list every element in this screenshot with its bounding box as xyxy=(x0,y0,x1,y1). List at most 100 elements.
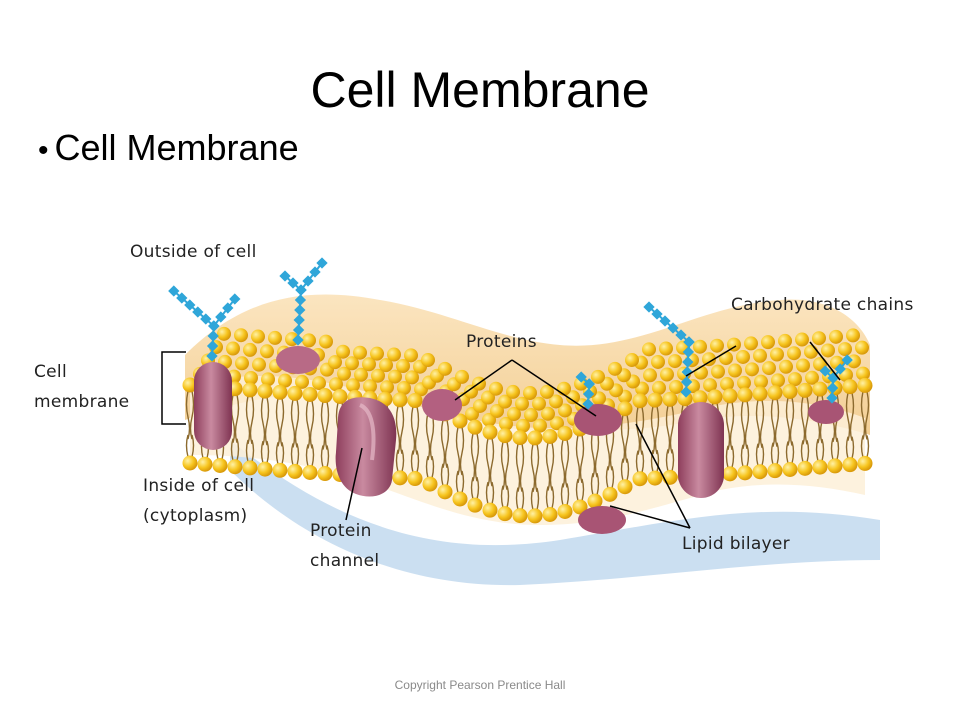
lipid-tail xyxy=(485,437,491,487)
sugar-unit xyxy=(200,313,212,325)
sugar-unit xyxy=(302,275,314,287)
lipid-tail xyxy=(474,433,480,482)
lipid-tail xyxy=(440,419,446,469)
lipid-tail xyxy=(296,443,300,466)
lipid-tail xyxy=(230,438,234,461)
lipid-tail xyxy=(320,445,324,468)
lipid-tail xyxy=(455,470,459,494)
lipid-tail xyxy=(485,481,489,505)
lipid-head xyxy=(370,346,384,361)
lipid-head xyxy=(317,388,333,404)
lipid-tail xyxy=(564,439,570,488)
lipid-tail xyxy=(294,399,300,448)
lipid-head xyxy=(317,466,333,482)
sugar-unit xyxy=(682,346,695,358)
lipid-head xyxy=(770,347,784,362)
lipid-head xyxy=(497,428,513,444)
lipid-tail xyxy=(596,472,600,496)
lipid-head xyxy=(795,332,809,347)
lipid-tail xyxy=(264,396,270,446)
lipid-tail xyxy=(401,449,405,473)
sugar-unit xyxy=(222,302,234,314)
lipid-tail xyxy=(534,443,540,493)
lipid-head xyxy=(797,382,813,398)
lipid-head xyxy=(242,460,258,476)
lipid-tail xyxy=(731,445,735,469)
lipid-head xyxy=(827,458,843,474)
lipid-head xyxy=(512,508,528,524)
lipid-head xyxy=(702,352,716,367)
sugar-unit xyxy=(168,285,180,297)
lipid-tail xyxy=(425,455,429,479)
lipid-tail xyxy=(515,443,521,492)
lipid-head xyxy=(467,497,483,513)
lipid-head xyxy=(515,396,529,411)
lipid-tail xyxy=(776,442,780,465)
lipid-head xyxy=(482,424,498,440)
lipid-head xyxy=(227,459,243,475)
lipid-head xyxy=(512,430,528,446)
lipid-head xyxy=(711,364,725,379)
lipid-head xyxy=(242,382,258,398)
lipid-tail xyxy=(611,466,615,489)
sugar-unit xyxy=(184,299,196,311)
sugar-unit xyxy=(826,392,838,404)
protein-center xyxy=(422,389,462,421)
lipid-head xyxy=(632,471,648,487)
bullet-text: Cell Membrane xyxy=(54,127,299,168)
pointer-carb-2 xyxy=(809,341,841,381)
lipid-head xyxy=(257,383,273,399)
lipid-head xyxy=(506,384,520,399)
lipid-head xyxy=(821,343,835,358)
sugar-unit xyxy=(316,257,328,269)
lipid-tail xyxy=(515,487,519,510)
lipid-head xyxy=(703,378,717,393)
label-outside: Outside of cell xyxy=(130,242,257,262)
lipid-tail xyxy=(275,442,279,465)
lipid-tail xyxy=(639,406,645,455)
lipid-head xyxy=(489,381,503,396)
lipid-head xyxy=(524,407,538,422)
lipid-head xyxy=(566,390,580,405)
lipid-tail xyxy=(260,440,264,464)
lipid-head xyxy=(328,355,342,370)
lipid-head xyxy=(572,499,588,515)
lipid-head xyxy=(842,457,858,473)
lipid-tail xyxy=(729,401,735,451)
lipid-tail xyxy=(761,443,765,466)
lipid-head xyxy=(197,456,213,472)
lipid-tail xyxy=(624,414,630,463)
lipid-tail xyxy=(635,450,639,473)
lipid-head xyxy=(287,463,303,479)
lipid-tail xyxy=(581,478,585,502)
sugar-unit xyxy=(292,334,304,346)
lipid-head xyxy=(857,377,873,393)
lipid-tail xyxy=(626,458,630,481)
lipid-head xyxy=(387,347,401,362)
lipid-tail xyxy=(590,429,596,478)
lipid-head xyxy=(332,388,348,404)
lipid-head xyxy=(788,372,802,387)
lipid-tail xyxy=(860,391,866,440)
lipid-head xyxy=(692,390,708,406)
lipid-tail xyxy=(740,444,744,467)
lipid-tail xyxy=(755,399,761,448)
lipid-tail xyxy=(650,449,654,473)
lipid-head xyxy=(346,378,360,393)
lipid-tail xyxy=(590,472,594,496)
label-channel-2: channel xyxy=(310,551,380,571)
lipid-head xyxy=(422,476,438,492)
lipid-head xyxy=(407,471,423,487)
lipid-head xyxy=(388,369,402,384)
lipid-head xyxy=(779,359,793,374)
lipid-tail xyxy=(620,414,626,463)
lipid-head xyxy=(397,381,411,396)
lipid-tail xyxy=(470,476,474,500)
sugar-unit xyxy=(229,293,241,305)
lipid-head xyxy=(710,338,724,353)
sugar-unit xyxy=(206,350,218,362)
label-cell-membrane-1: Cell xyxy=(34,362,67,382)
lipid-head xyxy=(728,363,742,378)
lipid-tail xyxy=(665,449,669,472)
